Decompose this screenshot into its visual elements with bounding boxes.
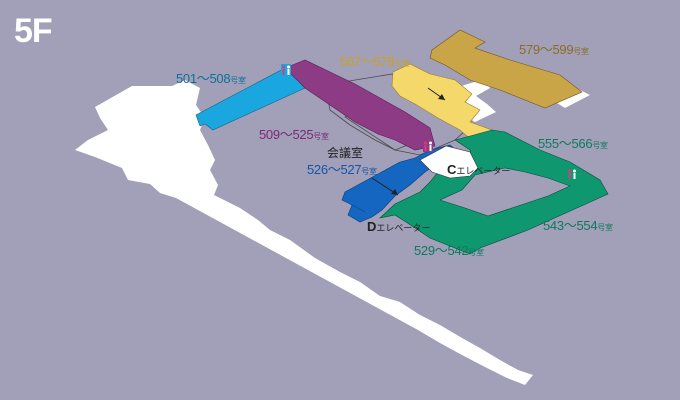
elevator-letter: C (447, 162, 457, 177)
room-range: 567〜578 (340, 54, 395, 69)
room-label-555-566: 555〜566号室 (538, 137, 608, 150)
conference-room-label: 会議室 (327, 146, 364, 160)
restroom-icon (423, 140, 433, 152)
area-509-525 (284, 59, 436, 151)
elevator-d-label: Dエレベーター (367, 220, 430, 233)
elevator-text: エレベーター (376, 223, 431, 233)
courtyard (439, 167, 571, 217)
room-suffix: 号室 (597, 223, 613, 232)
room-range: 555〜566 (538, 136, 593, 151)
restroom-icon (281, 64, 291, 76)
walkway-area (552, 88, 590, 108)
restroom-icon (567, 168, 577, 180)
room-label-501-508: 501〜508号室 (176, 72, 246, 85)
room-suffix: 号室 (592, 141, 608, 150)
area-579-599 (429, 29, 583, 109)
room-suffix: 号室 (573, 47, 589, 56)
room-label-526-527: 526〜527号室 (307, 163, 377, 176)
room-range: 526〜527 (307, 162, 362, 177)
room-suffix: 号室 (313, 132, 329, 141)
room-label-567-578: 567〜578号室 (340, 55, 410, 68)
room-label-579-599: 579〜599号室 (519, 43, 589, 56)
room-range: 509〜525 (259, 127, 314, 142)
room-range: 543〜554 (543, 218, 598, 233)
room-label-529-542: 529〜542号室 (414, 244, 484, 257)
elevator-c (419, 145, 479, 179)
arrow-pointer (438, 94, 445, 100)
elevator-letter: D (367, 219, 377, 234)
area-567-578 (391, 63, 493, 143)
room-suffix: 号室 (361, 167, 377, 176)
elevator-text: エレベーター (456, 166, 511, 176)
room-range: 501〜508 (176, 71, 231, 86)
divider (351, 204, 366, 213)
floor-label: 5F (14, 12, 53, 50)
arrow-pointer (391, 189, 398, 195)
elevator-c-label: Cエレベーター (447, 163, 510, 176)
room-suffix: 号室 (230, 76, 246, 85)
room-range: 579〜599 (519, 42, 574, 57)
walkway-area (75, 80, 533, 385)
room-range: 529〜542 (414, 243, 469, 258)
divider (415, 159, 426, 169)
room-label-509-525: 509〜525号室 (259, 128, 329, 141)
room-suffix: 号室 (468, 248, 484, 257)
room-label-543-554: 543〜554号室 (543, 219, 613, 232)
room-suffix: 号室 (394, 59, 410, 68)
